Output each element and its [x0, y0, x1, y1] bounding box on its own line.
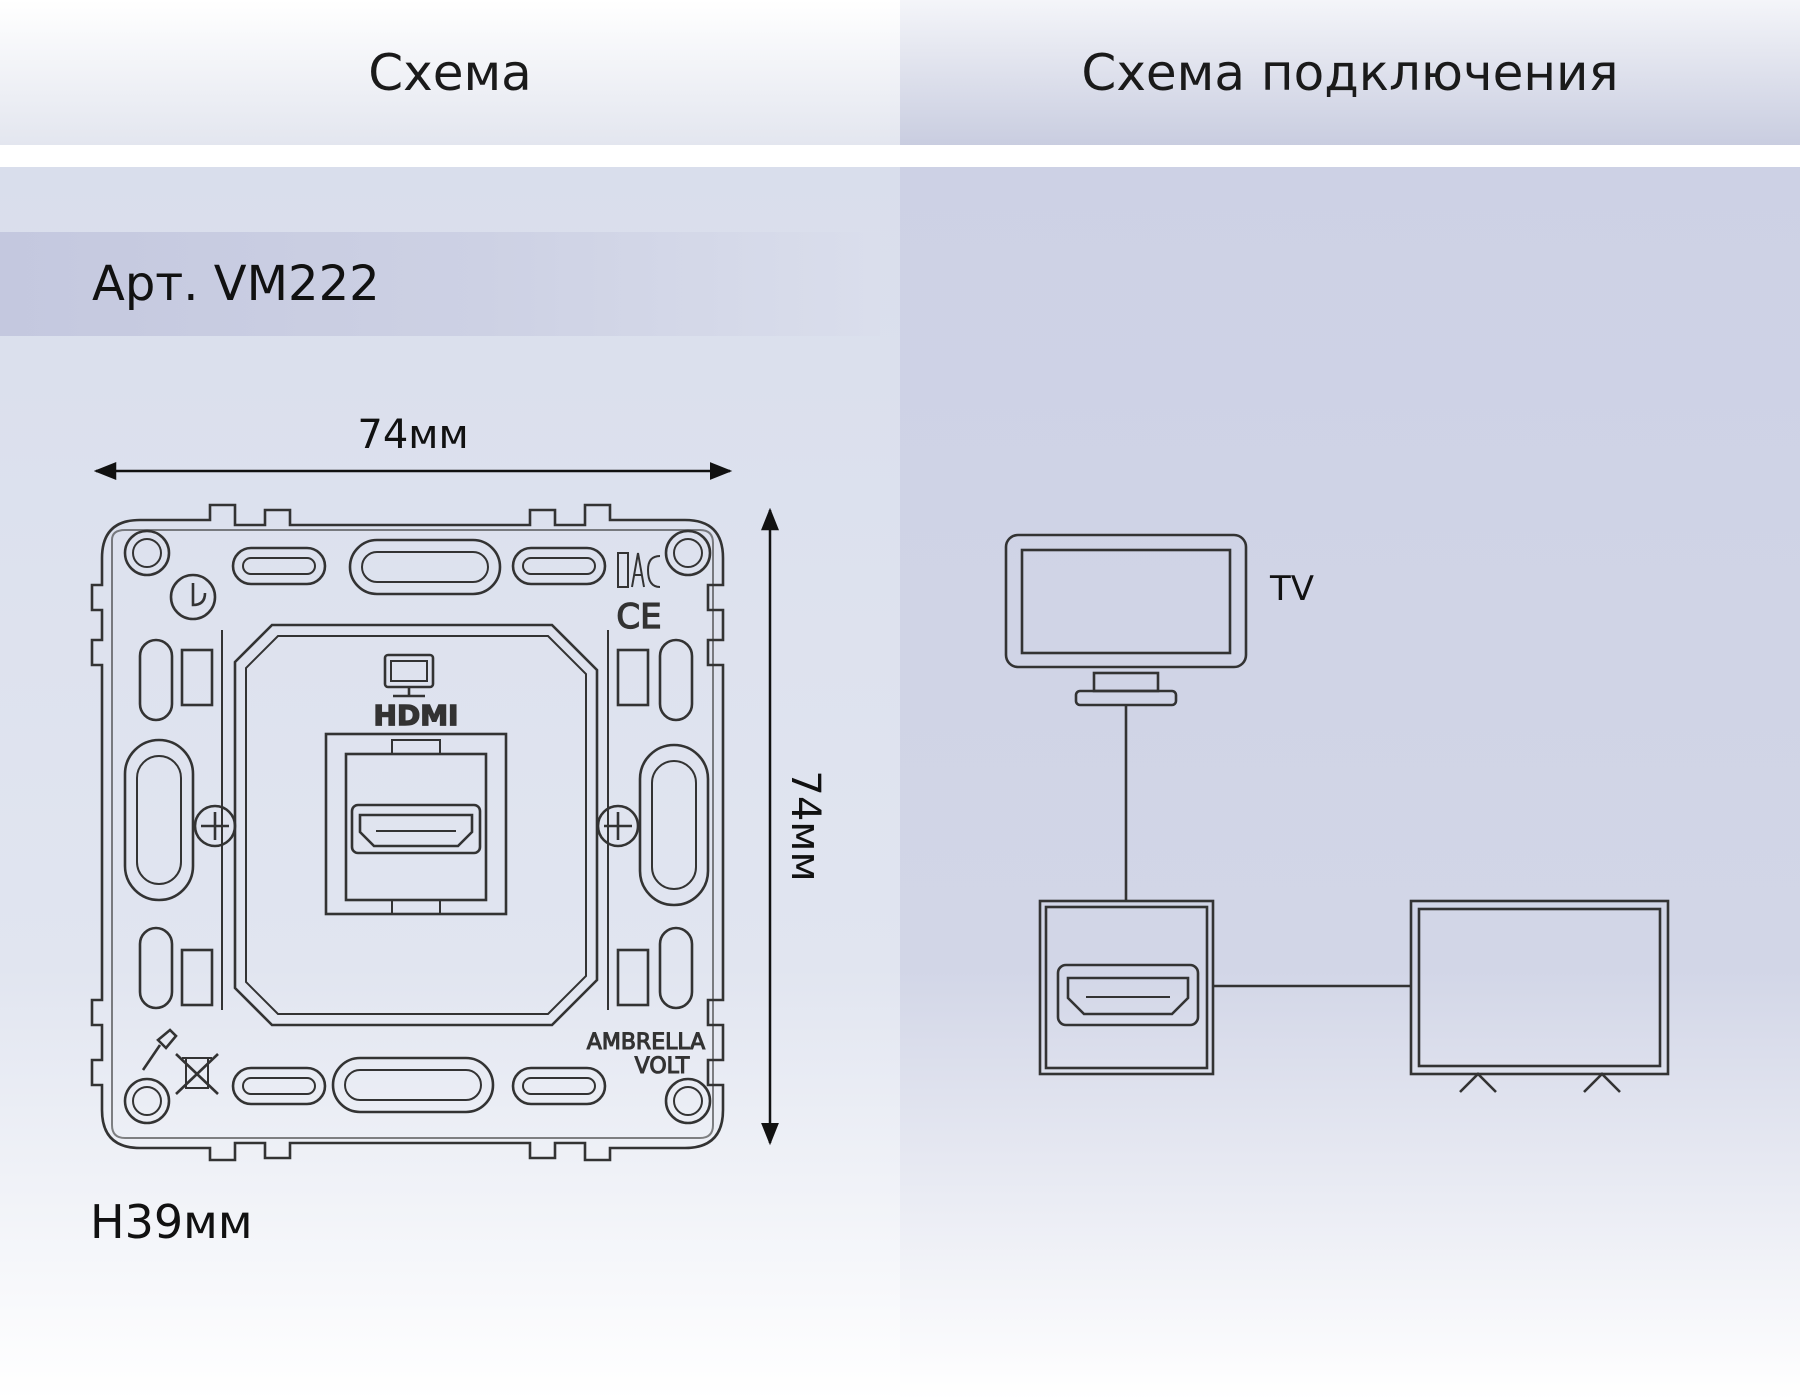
screwdriver-icon	[141, 1028, 178, 1071]
frame-outline	[90, 503, 725, 1162]
connection-panel	[900, 167, 1800, 1400]
tv-label: TV	[1269, 569, 1314, 609]
schema-title: Схема	[368, 43, 532, 102]
header-schema: Схема	[0, 0, 900, 145]
height-dimension-label: 74мм	[782, 770, 828, 881]
width-dimension-label: 74мм	[357, 412, 468, 458]
header-divider	[0, 145, 1800, 167]
screw-icon	[193, 804, 640, 848]
corner-holes	[123, 529, 712, 1125]
tv-monitor-icon	[1004, 533, 1248, 707]
tv-icon	[1409, 899, 1670, 1093]
top-slots	[231, 538, 607, 596]
side-slots	[123, 638, 710, 1010]
central-module	[233, 623, 599, 1027]
depth-dimension-label: H39мм	[90, 1195, 253, 1249]
socket-mechanism: HDMI CE	[90, 503, 725, 1162]
no-trash-icon	[175, 1053, 219, 1095]
connection-diagram: TV	[1004, 533, 1670, 1093]
width-dimension: 74мм	[93, 412, 733, 480]
eac-icon	[617, 552, 661, 588]
header-connection-schema: Схема подключения	[900, 0, 1800, 145]
ce-icon: CE	[616, 597, 661, 637]
monitor-icon	[383, 653, 435, 698]
hdmi-port-icon	[324, 732, 508, 916]
bottom-slots	[231, 1056, 607, 1114]
brand-line2: VOLT	[635, 1054, 690, 1079]
schema-panel	[0, 167, 900, 1400]
brand-line1: AMBRELLA	[587, 1030, 705, 1055]
brand-logo-icon	[169, 573, 217, 621]
article-band: Арт. VM222	[0, 232, 880, 336]
height-dimension: 74мм	[761, 507, 828, 1146]
connection-schema-title: Схема подключения	[1081, 43, 1619, 102]
article-label: Арт. VM222	[92, 256, 380, 312]
hdmi-port-label: HDMI	[374, 699, 459, 732]
hdmi-socket-icon	[1038, 899, 1215, 1076]
